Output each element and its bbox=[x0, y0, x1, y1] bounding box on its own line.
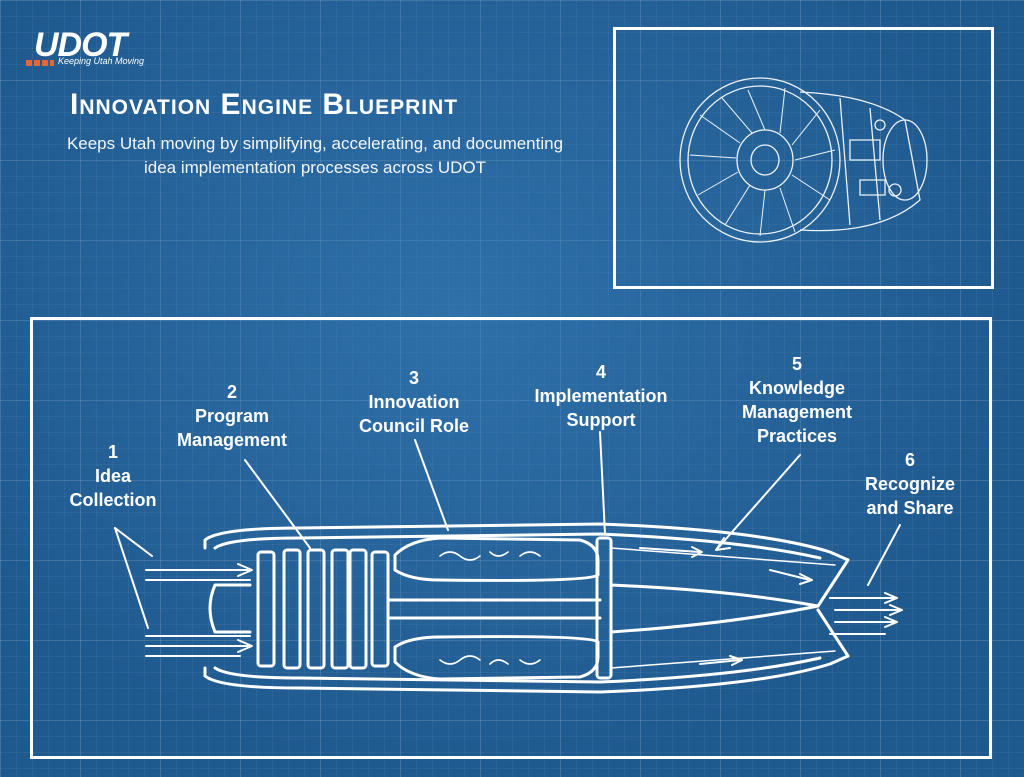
stage-3-label: 3 Innovation Council Role bbox=[342, 366, 486, 438]
stage-text: Management bbox=[176, 430, 288, 450]
label-leader-lines bbox=[114, 431, 901, 629]
stage-number: 2 bbox=[226, 382, 237, 402]
inlet-cone bbox=[208, 583, 252, 634]
stage-text: Council Role bbox=[358, 416, 469, 436]
stage-text: Implementation bbox=[534, 386, 668, 406]
combustion-chamber-top bbox=[393, 536, 600, 582]
engine-shaft bbox=[386, 598, 602, 620]
logo-wordmark: UDOT bbox=[34, 26, 127, 64]
udot-logo: UDOT Keeping Utah Moving bbox=[26, 26, 166, 72]
stage-text: Collection bbox=[69, 490, 157, 510]
stage-text: Practices bbox=[756, 426, 838, 446]
stage-number: 5 bbox=[791, 354, 802, 374]
engine-illustration-frame bbox=[613, 27, 994, 289]
logo-stripes bbox=[26, 60, 54, 66]
engine-diagram-frame bbox=[30, 317, 992, 759]
exhaust-arrows bbox=[829, 592, 903, 635]
turbine-disc bbox=[595, 536, 613, 680]
engine-cowling-bottom bbox=[203, 654, 850, 694]
stage-text: Support bbox=[566, 410, 636, 430]
stage-text: Program bbox=[194, 406, 270, 426]
stage-2-label: 2 Program Management bbox=[162, 380, 302, 452]
combustion-chamber-bottom bbox=[393, 635, 600, 681]
logo-tagline: Keeping Utah Moving bbox=[58, 56, 145, 66]
stage-text: Innovation bbox=[368, 392, 460, 412]
page-subtitle: Keeps Utah moving by simplifying, accele… bbox=[66, 134, 564, 177]
compressor-stages bbox=[256, 548, 390, 670]
stage-text: Knowledge bbox=[748, 378, 845, 398]
stage-text: Management bbox=[741, 402, 853, 422]
engine-cowling-top bbox=[203, 522, 850, 562]
stage-number: 6 bbox=[904, 450, 915, 470]
stage-6-label: 6 Recognize and Share bbox=[848, 448, 972, 520]
stage-1-label: 1 Idea Collection bbox=[54, 440, 172, 512]
stage-number: 1 bbox=[107, 442, 118, 462]
stage-text: and Share bbox=[866, 498, 954, 518]
stage-text: Idea bbox=[94, 466, 132, 486]
stage-4-label: 4 Implementation Support bbox=[520, 360, 682, 432]
intake-arrows bbox=[145, 563, 253, 657]
stage-number: 4 bbox=[595, 362, 606, 382]
page-title: Innovation Engine Blueprint bbox=[70, 88, 459, 121]
stage-5-label: 5 Knowledge Management Practices bbox=[722, 352, 872, 448]
exhaust-cone bbox=[609, 583, 820, 634]
stage-text: Recognize bbox=[864, 474, 956, 494]
stage-number: 3 bbox=[408, 368, 419, 388]
